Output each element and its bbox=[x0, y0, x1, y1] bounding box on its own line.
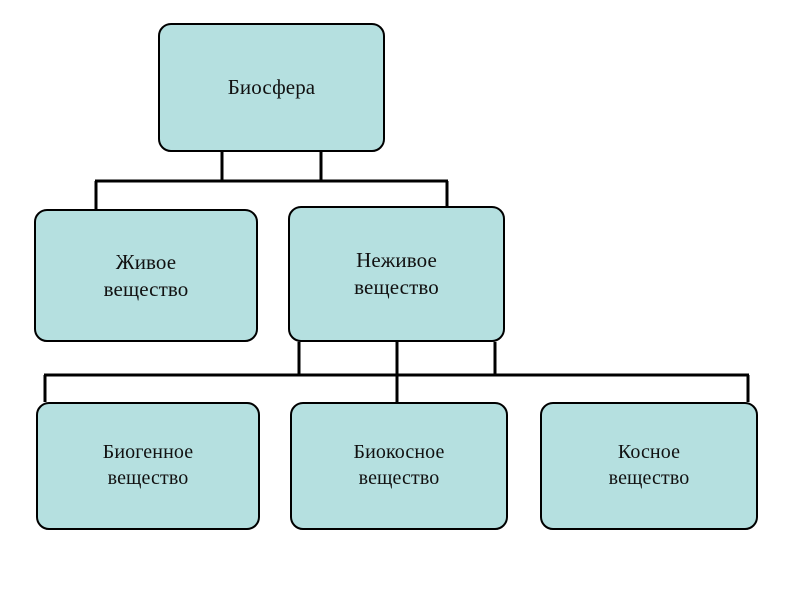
node-zhivoe-veschestvo-label: Живое вещество bbox=[103, 249, 189, 301]
connector-group-level1-to-level2 bbox=[94, 152, 449, 209]
node-kosnoe-veschestvo[interactable]: Косное вещество bbox=[540, 402, 758, 530]
node-biosfera[interactable]: Биосфера bbox=[158, 23, 385, 152]
node-biokosnoe-veschestvo[interactable]: Биокосное вещество bbox=[290, 402, 508, 530]
node-kosnoe-veschestvo-label: Косное вещество bbox=[608, 441, 690, 489]
node-biokosnoe-veschestvo-label: Биокосное вещество bbox=[353, 441, 445, 489]
node-zhivoe-veschestvo[interactable]: Живое вещество bbox=[34, 209, 258, 342]
node-nezhivoe-veschestvo[interactable]: Неживое вещество bbox=[288, 206, 505, 342]
node-biogennoe-veschestvo-label: Биогенное вещество bbox=[102, 441, 194, 489]
node-biosfera-label: Биосфера bbox=[227, 75, 316, 100]
node-biogennoe-veschestvo[interactable]: Биогенное вещество bbox=[36, 402, 260, 530]
node-nezhivoe-veschestvo-label: Неживое вещество bbox=[354, 248, 439, 299]
connector-group-level2-to-level3 bbox=[43, 342, 750, 402]
